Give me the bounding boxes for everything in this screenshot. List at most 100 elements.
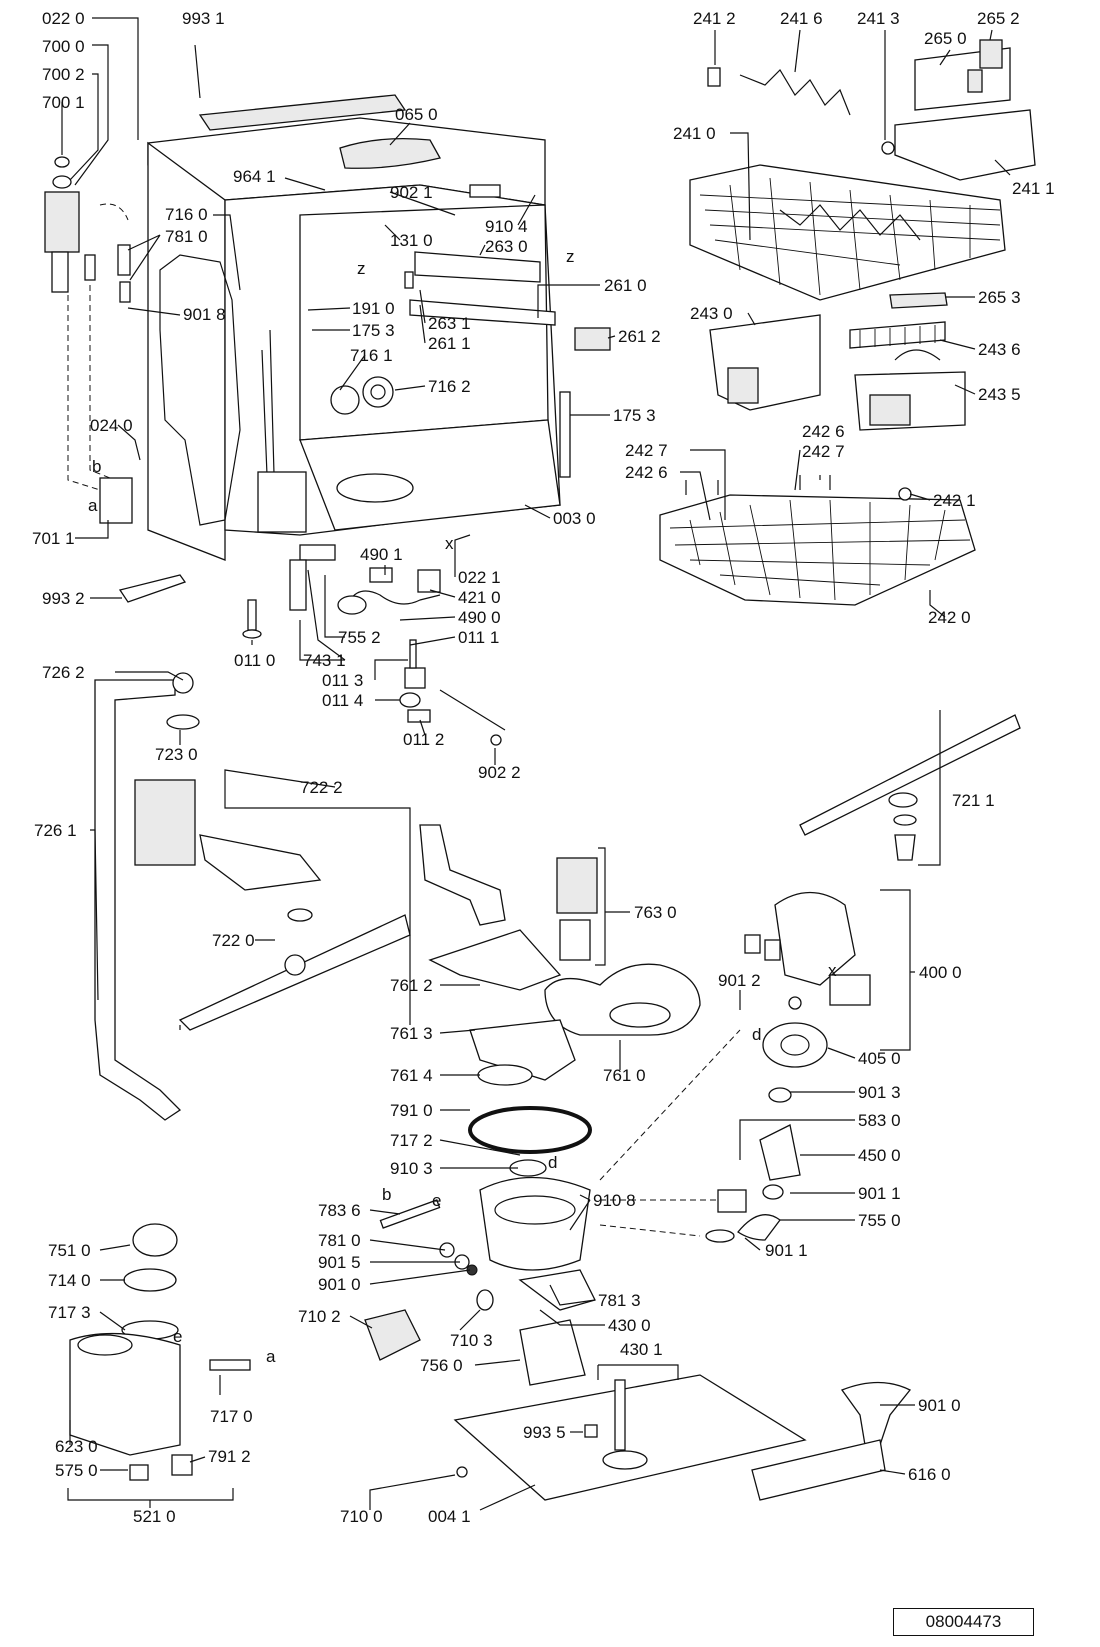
- callout-label: 756 0: [420, 1356, 463, 1375]
- inlet-valve-parts: [44, 156, 262, 639]
- callout-label: 910 8: [593, 1191, 636, 1210]
- cutlery-baskets: [709, 314, 966, 431]
- callout-label: 721 1: [952, 791, 995, 810]
- callout-label: 241 0: [673, 124, 716, 143]
- spray-system: [94, 672, 1021, 1121]
- callout-label: 242 6: [625, 463, 668, 482]
- callout-label: 521 0: [133, 1507, 176, 1526]
- callout-label: 761 3: [390, 1024, 433, 1043]
- upper-rack: [689, 39, 1036, 309]
- callout-label: 710 2: [298, 1307, 341, 1326]
- callout-label: 616 0: [908, 1465, 951, 1484]
- callout-label: 993 5: [523, 1423, 566, 1442]
- callout-label: 901 1: [765, 1241, 808, 1260]
- callout-label: 450 0: [858, 1146, 901, 1165]
- callout-label: 717 3: [48, 1303, 91, 1322]
- callout-label: 964 1: [233, 167, 276, 186]
- callout-label: 575 0: [55, 1461, 98, 1480]
- connector-letter: x: [445, 534, 454, 553]
- callout-label: 243 6: [978, 340, 1021, 359]
- callout-label: 623 0: [55, 1437, 98, 1456]
- callout-label: 993 2: [42, 589, 85, 608]
- callout-label: 242 7: [802, 442, 845, 461]
- reference-number-box: 08004473: [893, 1608, 1034, 1636]
- callout-label: 710 3: [450, 1331, 493, 1350]
- callout-label: 700 1: [42, 93, 85, 112]
- reference-number: 08004473: [925, 1612, 1002, 1631]
- callout-label: 700 2: [42, 65, 85, 84]
- callout-label: 763 0: [634, 903, 677, 922]
- callout-label: 011 2: [403, 730, 444, 749]
- connector-letter: b: [382, 1185, 391, 1204]
- callout-label: 901 0: [918, 1396, 961, 1415]
- callout-label: 421 0: [458, 588, 501, 607]
- motor-pump: [599, 892, 871, 1243]
- callout-label: 902 1: [390, 183, 433, 202]
- callout-label: 011 0: [234, 651, 275, 670]
- callout-label: 003 0: [553, 509, 596, 528]
- callout-label: 241 6: [780, 9, 823, 28]
- callout-label: 241 3: [857, 9, 900, 28]
- callout-label: 901 2: [718, 971, 761, 990]
- callout-label: 761 0: [603, 1066, 646, 1085]
- callout-label: 243 5: [978, 385, 1021, 404]
- connector-letter: b: [92, 457, 101, 476]
- callout-label: 701 1: [32, 529, 75, 548]
- callout-label: 761 4: [390, 1066, 433, 1085]
- callout-label: 265 2: [977, 9, 1020, 28]
- callout-label: 265 0: [924, 29, 967, 48]
- callout-label: 011 4: [322, 691, 363, 710]
- connector-letters: a b z z x x d e b e d a: [88, 247, 837, 1366]
- callout-label: 993 1: [182, 9, 225, 28]
- callout-label: 901 5: [318, 1253, 361, 1272]
- callout-label: 716 1: [350, 346, 393, 365]
- callout-label: 755 0: [858, 1211, 901, 1230]
- callout-label: 910 3: [390, 1159, 433, 1178]
- callout-label: 261 0: [604, 276, 647, 295]
- feet-and-cables: [307, 567, 506, 746]
- callout-label: 242 0: [928, 608, 971, 627]
- callout-labels: 022 0 993 1 700 0 700 2 700 1 065 0 964 …: [32, 9, 1055, 1526]
- callout-label: 901 0: [318, 1275, 361, 1294]
- callout-label: 755 2: [338, 628, 381, 647]
- connector-letter: d: [752, 1025, 761, 1044]
- callout-label: 714 0: [48, 1271, 91, 1290]
- callout-label: 743 1: [303, 651, 346, 670]
- callout-label: 241 2: [693, 9, 736, 28]
- callout-label: 716 0: [165, 205, 208, 224]
- callout-label: 791 2: [208, 1447, 251, 1466]
- connector-letter: a: [266, 1347, 276, 1366]
- callout-label: 490 1: [360, 545, 403, 564]
- callout-label: 024 0: [90, 416, 133, 435]
- connector-letter: e: [173, 1327, 182, 1346]
- callout-label: 751 0: [48, 1241, 91, 1260]
- callout-label: 781 0: [165, 227, 208, 246]
- callout-label: 242 1: [933, 491, 976, 510]
- callout-label: 242 7: [625, 441, 668, 460]
- callout-label: 265 3: [978, 288, 1021, 307]
- callout-label: 583 0: [858, 1111, 901, 1130]
- callout-label: 700 0: [42, 37, 85, 56]
- callout-label: 761 2: [390, 976, 433, 995]
- lower-rack: [659, 475, 976, 606]
- cabinet-frame: [147, 94, 611, 611]
- callout-label: 191 0: [352, 299, 395, 318]
- callout-label: 783 6: [318, 1201, 361, 1220]
- callout-label: 791 0: [390, 1101, 433, 1120]
- callout-label: 430 1: [620, 1340, 663, 1359]
- leader-lines: [61, 17, 1011, 1511]
- callout-label: 490 0: [458, 608, 501, 627]
- callout-label: 065 0: [395, 105, 438, 124]
- connector-letter: z: [357, 259, 366, 278]
- connector-letter: e: [432, 1191, 441, 1210]
- callout-label: 430 0: [608, 1316, 651, 1335]
- callout-label: 261 1: [428, 334, 471, 353]
- callout-label: 263 0: [485, 237, 528, 256]
- callout-label: 910 4: [485, 217, 528, 236]
- callout-label: 243 0: [690, 304, 733, 323]
- callout-label: 722 2: [300, 778, 343, 797]
- callout-label: 263 1: [428, 314, 471, 333]
- connector-letter: z: [566, 247, 575, 266]
